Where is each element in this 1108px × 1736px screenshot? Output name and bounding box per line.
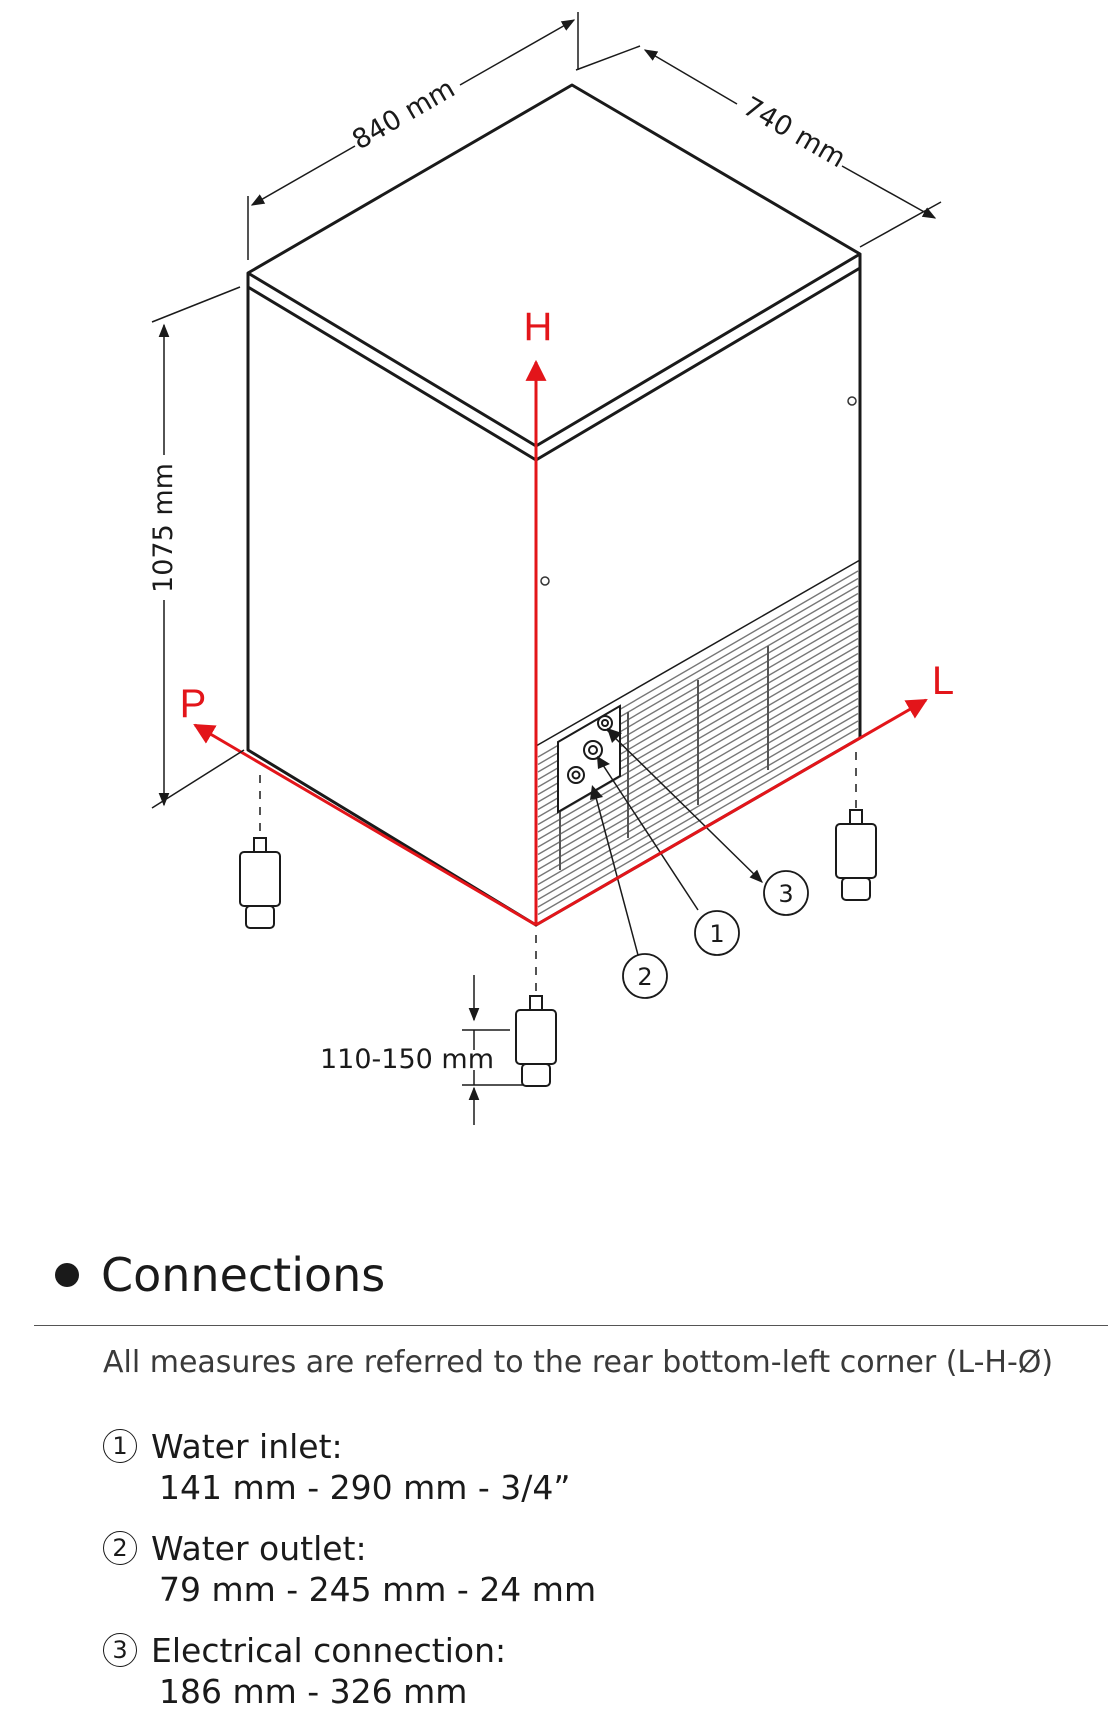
- callout-2: 2: [637, 963, 652, 991]
- bullet-icon: [55, 1263, 79, 1287]
- connection-number: 2: [103, 1531, 137, 1565]
- axis-l: [535, 698, 928, 927]
- connection-item-electrical: 3 Electrical connection: 186 mm - 326 mm: [103, 1629, 506, 1713]
- connections-title: Connections: [101, 1248, 386, 1302]
- connections-heading-row: Connections: [55, 1240, 385, 1310]
- cabinet-top: [246, 83, 862, 448]
- screw-icon: [847, 396, 857, 406]
- connection-item-water-inlet: 1 Water inlet: 141 mm - 290 mm - 3/4”: [103, 1425, 571, 1509]
- feet-dimension: 110-150 mm: [320, 1044, 494, 1075]
- connection-label: Electrical connection:: [151, 1630, 507, 1670]
- connection-label: Water outlet:: [151, 1528, 367, 1568]
- callout-3: 3: [778, 880, 793, 908]
- foot-center: [515, 935, 557, 1087]
- connection-plate: [557, 704, 621, 814]
- connection-item-water-outlet: 2 Water outlet: 79 mm - 245 mm - 24 mm: [103, 1527, 596, 1611]
- reference-axes: [193, 359, 928, 927]
- connection-number: 1: [103, 1429, 137, 1463]
- dimension-lines: [151, 12, 942, 1125]
- connection-value: 79 mm - 245 mm - 24 mm: [159, 1570, 597, 1609]
- axis-p: [193, 723, 537, 927]
- cabinet: [246, 83, 862, 927]
- connection-value: 141 mm - 290 mm - 3/4”: [159, 1468, 571, 1507]
- callout-1: 1: [709, 920, 724, 948]
- screw-icon: [540, 576, 550, 586]
- depth-dimension: 740 mm: [738, 91, 851, 174]
- reference-note: All measures are referred to the rear bo…: [103, 1345, 1054, 1380]
- callout-arrowheads: [590, 728, 622, 800]
- divider: [34, 1325, 1108, 1326]
- foot-left: [239, 775, 281, 929]
- axis-label-p: P: [180, 682, 207, 726]
- connection-label: Water inlet:: [151, 1426, 343, 1466]
- foot-right: [835, 752, 877, 901]
- connection-value: 186 mm - 326 mm: [159, 1672, 468, 1711]
- callout-leaders: [593, 729, 763, 956]
- callout-circles: [622, 870, 809, 999]
- axis-label-h: H: [524, 305, 553, 349]
- machine-diagram: 3 1 2 H L P 840 mm 740 mm 1075 mm 110: [148, 12, 954, 1125]
- adjustable-feet: [239, 752, 877, 1087]
- connection-number: 3: [103, 1633, 137, 1667]
- width-dimension: 840 mm: [347, 73, 460, 156]
- height-dimension: 1075 mm: [148, 463, 179, 593]
- axis-label-l: L: [932, 659, 954, 703]
